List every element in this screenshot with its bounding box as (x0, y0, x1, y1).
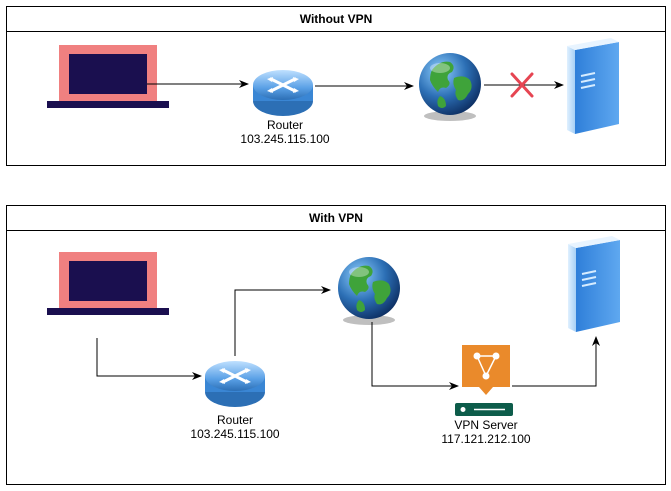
router-to-internet-connector (234, 286, 331, 356)
router-name: Router (266, 118, 304, 132)
router-label: Router 103.245.115.100 (180, 413, 290, 441)
vpn-server-icon (455, 345, 513, 416)
router-icon (203, 359, 267, 409)
without-vpn-title: Without VPN (7, 7, 665, 32)
server-icon (566, 37, 620, 135)
vpn-to-server-connector (512, 336, 600, 387)
laptop-icon (47, 45, 169, 108)
with-vpn-title: With VPN (7, 206, 665, 231)
laptop-to-router-connector (96, 338, 202, 380)
router-ip: 103.245.115.100 (190, 427, 280, 441)
vpn-server-name: VPN Server (454, 418, 518, 432)
laptop-icon (47, 252, 169, 315)
vpn-server-ip: 117.121.212.100 (441, 432, 531, 446)
server-icon (567, 235, 621, 333)
router-label: Router 103.245.115.100 (230, 118, 340, 146)
router-icon (251, 68, 315, 118)
globe-icon (338, 257, 400, 325)
with-vpn-panel: With VPN (6, 205, 666, 485)
internet-to-vpn-connector (371, 322, 459, 390)
router-name: Router (216, 413, 254, 427)
router-ip: 103.245.115.100 (240, 132, 330, 146)
vpn-server-label: VPN Server 117.121.212.100 (428, 418, 544, 446)
globe-icon (419, 53, 481, 121)
red-x-icon (510, 72, 534, 98)
